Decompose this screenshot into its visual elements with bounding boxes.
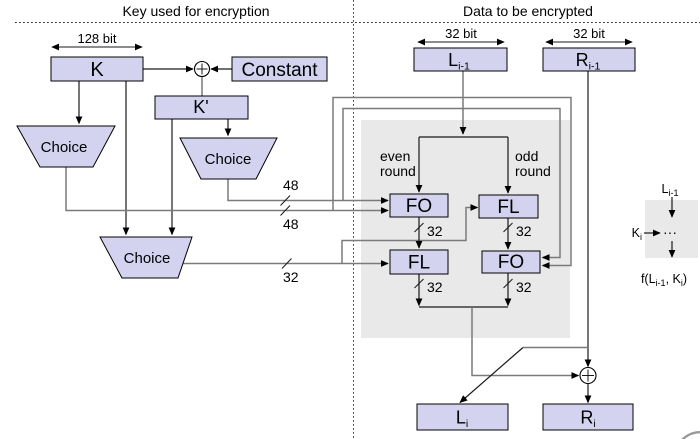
mini-k-main: K	[632, 226, 641, 240]
label-32-fo-odd: 32	[516, 279, 532, 295]
key-width-label: 128 bit	[77, 31, 116, 46]
bus-width-slashes	[280, 195, 513, 289]
wire-f-out-to-xor	[471, 307, 580, 379]
mini-f-post: )	[683, 272, 687, 286]
mini-k-sub: i	[640, 232, 642, 242]
label-r-next: Ri	[580, 408, 595, 431]
label-32-fo-even: 32	[427, 223, 443, 239]
choice3-trapezoid	[99, 236, 193, 279]
label-odd-2: round	[515, 163, 551, 179]
label-r-next-sub: i	[593, 418, 595, 430]
label-r-next-main: R	[580, 408, 593, 428]
wire-32bus-branch-to-fl-odd	[341, 204, 479, 264]
label-choice2: Choice	[205, 151, 252, 168]
label-r-prev-sub: i-1	[589, 61, 601, 73]
box-fo-even	[389, 193, 449, 218]
box-constant	[231, 56, 328, 82]
label-32-fl-odd: 32	[516, 223, 532, 239]
label-48-bottom: 48	[283, 216, 299, 232]
choice1-trapezoid	[16, 125, 116, 168]
label-l-next-main: L	[456, 408, 466, 428]
wire-choice1-48bus	[65, 167, 389, 214]
title-right: Data to be encrypted	[463, 3, 593, 19]
label-32-key: 32	[283, 269, 299, 285]
box-r-prev	[542, 47, 636, 72]
label-choice1: Choice	[41, 139, 88, 156]
box-k-prime	[154, 95, 249, 120]
box-fo-odd	[481, 250, 541, 274]
mini-l-main: L	[662, 182, 669, 196]
wire-48bus-outer-feedback	[332, 96, 572, 269]
data-path-wires	[415, 71, 592, 404]
xor-bottom-icon	[579, 366, 597, 385]
label-odd-1: odd	[515, 148, 538, 164]
slash-32-fo-even	[414, 222, 424, 233]
key-schedule-wires	[65, 65, 572, 269]
slash-32-fl-odd	[503, 222, 513, 233]
xor-top-icon	[193, 60, 211, 78]
label-l-prev-main: L	[448, 50, 458, 70]
mini-function-legend: Li-1 Ki ··· f(Li-1, Ki)	[632, 182, 687, 288]
box-l-prev	[413, 47, 508, 72]
mini-dots: ···	[663, 224, 677, 240]
label-l-prev: Li-1	[448, 50, 470, 73]
label-fo-even: FO	[406, 196, 432, 217]
label-l-next-sub: i	[466, 418, 468, 430]
mini-l-sub: i-1	[668, 188, 678, 198]
slash-32-fl-even	[414, 278, 424, 289]
slash-32-key	[281, 258, 292, 269]
label-l-next: Li	[456, 408, 468, 431]
slash-32-fo-odd	[503, 278, 513, 289]
wire-choice2-48bus	[227, 179, 389, 204]
box-l-next	[416, 403, 509, 431]
label-fl-even: FL	[408, 253, 430, 274]
box-k	[50, 56, 144, 82]
label-r-prev: Ri-1	[576, 50, 601, 73]
box-r-next	[542, 403, 634, 431]
label-even-2: round	[380, 163, 416, 179]
label-fl-odd: FL	[497, 197, 519, 218]
mini-label-f: f(Li-1, Ki)	[641, 272, 687, 288]
left-word-width-label: 32 bit	[445, 26, 477, 41]
choice2-trapezoid	[179, 137, 278, 180]
mini-f-sub1: i-1	[656, 278, 666, 288]
label-32-fl-even: 32	[427, 279, 443, 295]
label-even-1: even	[380, 148, 410, 164]
mini-label-l-prev: Li-1	[662, 182, 679, 198]
label-k: K	[90, 59, 104, 81]
label-48-top: 48	[283, 177, 299, 193]
label-choice3: Choice	[124, 250, 171, 267]
right-word-width-label: 32 bit	[573, 26, 605, 41]
mini-f-pre: f(L	[641, 272, 656, 286]
slash-48-bottom	[280, 205, 291, 216]
box-fl-odd	[478, 194, 539, 219]
slash-48-top	[280, 195, 291, 206]
wire-diagonal-to-lnext	[459, 347, 524, 404]
label-l-prev-sub: i-1	[458, 61, 470, 73]
title-left: Key used for encryption	[122, 3, 269, 19]
label-r-prev-main: R	[576, 50, 589, 70]
mini-label-k: Ki	[632, 226, 642, 242]
mini-f-mid: , K	[666, 272, 682, 286]
box-fl-even	[389, 249, 449, 275]
mini-f-sub2: i	[681, 278, 683, 288]
decorative-arc	[681, 430, 700, 439]
label-constant: Constant	[241, 60, 318, 81]
label-k-prime: K'	[193, 97, 208, 117]
label-fo-odd: FO	[498, 252, 524, 273]
wire-48bus-inner-feedback	[342, 107, 561, 261]
